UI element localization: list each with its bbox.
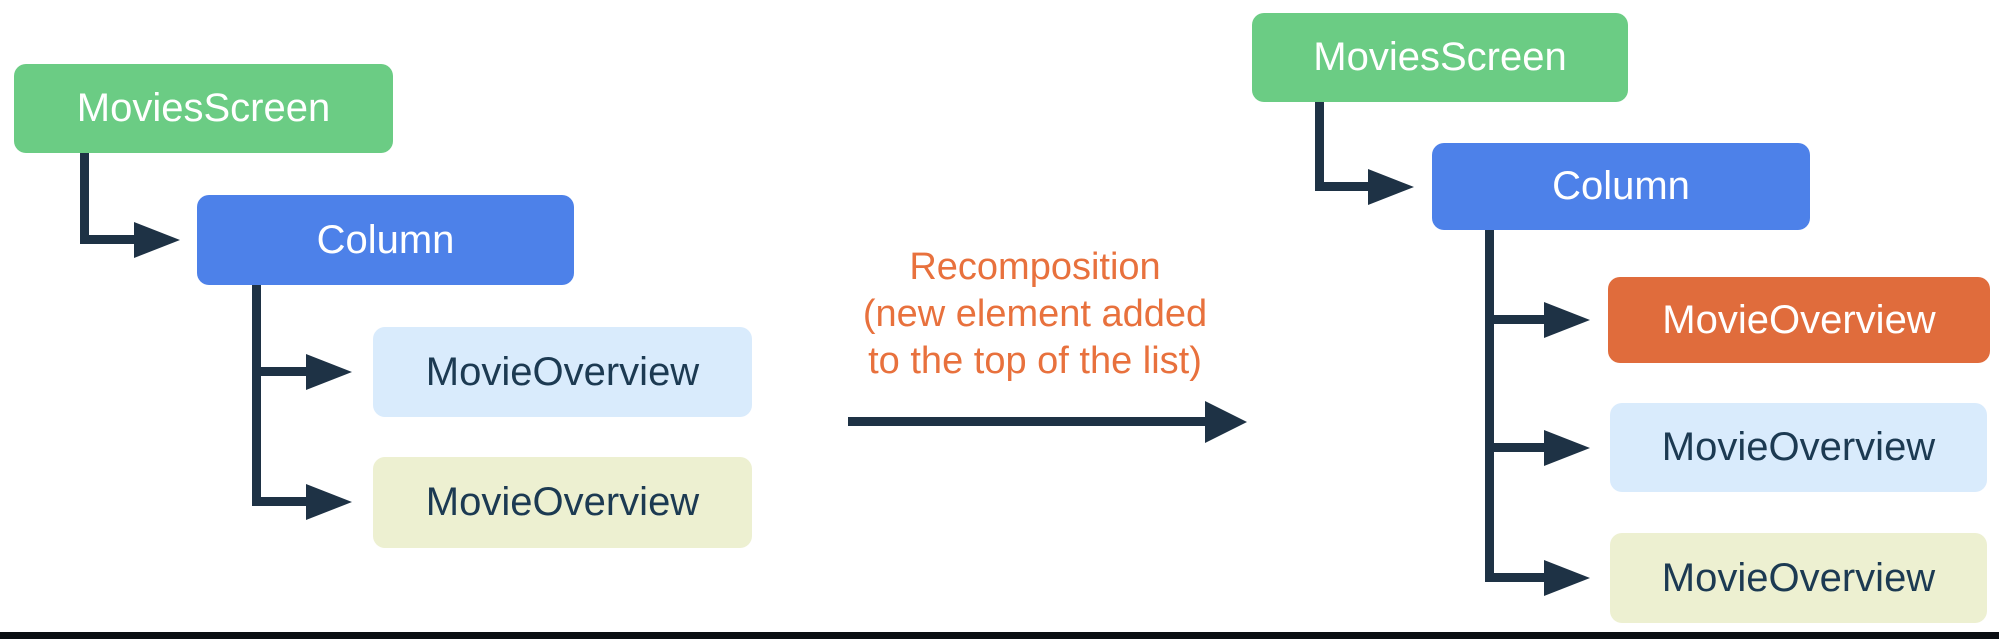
left-root-to-column-connector-horizontal [80, 235, 136, 244]
left-tree-movieoverview-label-1: MovieOverview [425, 349, 700, 394]
right-tree-movieoverview-label-3: MovieOverview [1661, 555, 1936, 600]
right-tree-movieoverview-node-new: MovieOverview [1608, 277, 1990, 363]
left-tree-column-node: Column [197, 195, 574, 285]
right-column-child3-arrowhead-icon [1544, 560, 1590, 596]
left-root-to-column-connector-vertical [80, 153, 89, 244]
left-column-child2-connector-horizontal [252, 497, 308, 506]
left-tree-movieoverview-label-2: MovieOverview [425, 480, 700, 524]
recomposition-caption: Recomposition (new element added to the … [800, 244, 1270, 385]
recomposition-caption-line-1: Recomposition [909, 246, 1161, 288]
right-tree-movieoverview-node-2: MovieOverview [1610, 403, 1987, 492]
right-tree-moviesscreen-label: MoviesScreen [1313, 35, 1567, 79]
left-column-child1-connector-horizontal [252, 367, 308, 376]
right-tree-movieoverview-label-new: MovieOverview [1662, 297, 1936, 342]
left-tree-movieoverview-node-1: MovieOverview [373, 327, 752, 417]
bottom-divider [0, 632, 1999, 639]
left-tree-column-label: Column [316, 217, 455, 262]
right-tree-column-node: Column [1432, 143, 1810, 230]
right-tree-column-label: Column [1552, 164, 1690, 208]
right-column-child3-connector-horizontal [1485, 573, 1546, 582]
right-root-to-column-connector-horizontal [1315, 182, 1370, 191]
recomposition-caption-line-3: to the top of the list) [868, 340, 1202, 382]
right-column-child2-connector-horizontal [1485, 443, 1546, 452]
right-root-to-column-arrowhead-icon [1368, 169, 1414, 205]
right-column-children-connector-vertical [1485, 230, 1494, 582]
recomposition-arrow-shaft [848, 417, 1207, 426]
recomposition-arrowhead-icon [1205, 401, 1247, 443]
right-root-to-column-connector-vertical [1315, 102, 1324, 191]
right-column-child2-arrowhead-icon [1544, 430, 1590, 466]
right-column-child1-connector-horizontal [1485, 315, 1546, 324]
right-column-child1-arrowhead-icon [1544, 302, 1590, 338]
left-tree-moviesscreen-label: MoviesScreen [76, 86, 331, 130]
left-column-children-connector-vertical [252, 285, 261, 506]
left-column-child2-arrowhead-icon [306, 484, 352, 520]
left-tree-movieoverview-node-2: MovieOverview [373, 457, 752, 548]
right-tree-movieoverview-node-3: MovieOverview [1610, 533, 1987, 623]
right-tree-moviesscreen-node: MoviesScreen [1252, 13, 1628, 102]
right-tree-movieoverview-label-2: MovieOverview [1661, 425, 1936, 469]
recomposition-caption-line-2: (new element added [862, 293, 1208, 335]
left-tree-moviesscreen-node: MoviesScreen [14, 64, 393, 153]
left-column-child1-arrowhead-icon [306, 354, 352, 390]
left-root-to-column-arrowhead-icon [134, 222, 180, 258]
